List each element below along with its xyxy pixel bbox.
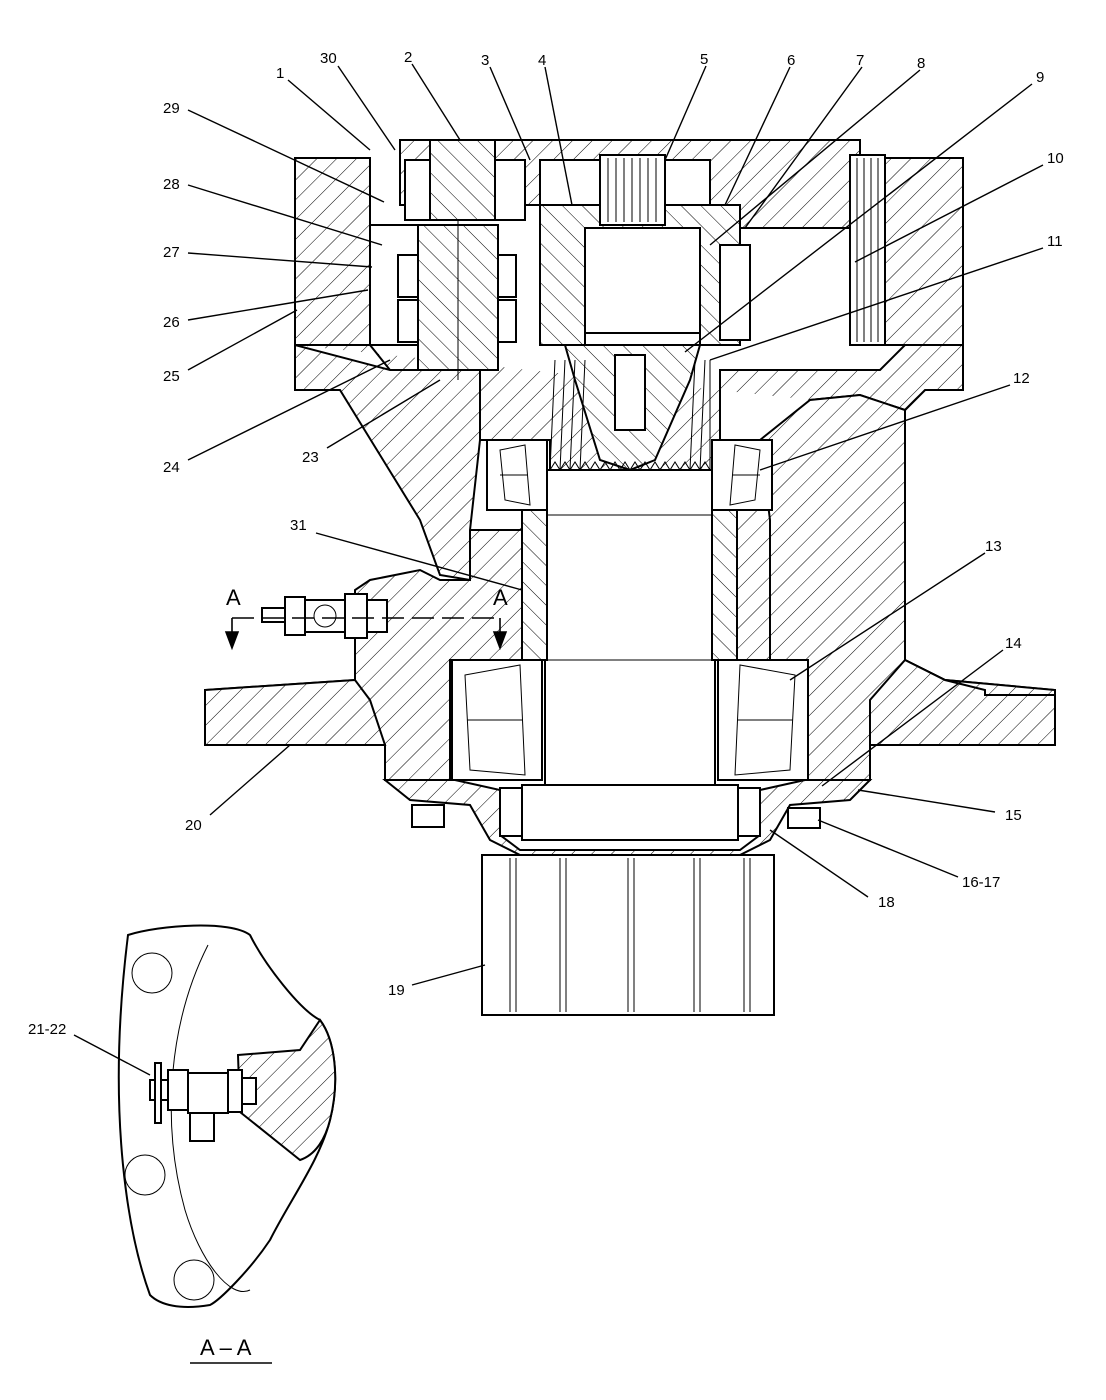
callout-16-17: 16-17 bbox=[962, 874, 1000, 891]
section-fitting-hex bbox=[167, 1069, 189, 1111]
callout-5: 5 bbox=[700, 51, 708, 68]
section-flange-outline bbox=[117, 924, 337, 1308]
output-shaft-neck bbox=[521, 784, 739, 841]
seal-right bbox=[737, 787, 761, 837]
pinion-center-bolt bbox=[614, 354, 646, 431]
grease-fitting bbox=[261, 593, 388, 639]
main-section-view bbox=[204, 139, 1056, 1016]
planet-gear-right bbox=[719, 244, 751, 341]
output-shaft bbox=[544, 469, 716, 786]
bolt-hole-1 bbox=[131, 952, 173, 994]
callout-19: 19 bbox=[388, 982, 405, 999]
output-pinion-teeth bbox=[509, 858, 751, 1012]
lower-bearing-right-roller bbox=[734, 664, 796, 776]
callout-10: 10 bbox=[1047, 150, 1064, 167]
callout-21-22: 21-22 bbox=[28, 1021, 66, 1038]
callout-6: 6 bbox=[787, 52, 795, 69]
upper-bearing-right-roller bbox=[729, 444, 761, 506]
callout-labels: 1 2 3 4 5 6 7 8 9 10 11 12 13 14 15 16-1… bbox=[28, 49, 1064, 1364]
callout-27: 27 bbox=[163, 244, 180, 261]
section-fitting-nipple bbox=[189, 1112, 215, 1142]
callout-13: 13 bbox=[985, 538, 1002, 555]
upper-housing-left bbox=[294, 157, 371, 346]
spacer-right bbox=[711, 509, 738, 661]
section-a-a-view bbox=[117, 924, 337, 1308]
upper-planet-shaft bbox=[429, 139, 496, 221]
bolt-hole-3 bbox=[173, 1259, 215, 1301]
callout-1: 1 bbox=[276, 65, 284, 82]
callout-24: 24 bbox=[163, 459, 180, 476]
callout-31: 31 bbox=[290, 517, 307, 534]
callout-26: 26 bbox=[163, 314, 180, 331]
callout-15: 15 bbox=[1005, 807, 1022, 824]
callout-28: 28 bbox=[163, 176, 180, 193]
callout-7: 7 bbox=[856, 52, 864, 69]
section-view-title: A – A bbox=[200, 1335, 252, 1360]
callout-4: 4 bbox=[538, 52, 546, 69]
section-fitting-pin bbox=[154, 1062, 162, 1124]
callout-14: 14 bbox=[1005, 635, 1022, 652]
center-bore bbox=[584, 227, 701, 334]
callout-29: 29 bbox=[163, 100, 180, 117]
housing-right-web bbox=[758, 345, 1056, 781]
bolt-head-left bbox=[411, 804, 445, 828]
callout-30: 30 bbox=[320, 50, 337, 67]
upper-housing-right bbox=[884, 157, 964, 346]
sun-gear-teeth bbox=[607, 158, 657, 222]
section-hatched-boss bbox=[236, 1018, 337, 1162]
bolt-hole-2 bbox=[124, 1154, 166, 1196]
section-housing-arc bbox=[170, 944, 251, 1292]
callout-18: 18 bbox=[878, 894, 895, 911]
housing-left-web bbox=[294, 343, 481, 582]
section-fitting-thread bbox=[227, 1069, 243, 1113]
seal-left bbox=[499, 787, 523, 837]
mounting-flange-right bbox=[869, 658, 1056, 746]
bolt-head-right bbox=[787, 807, 821, 829]
spacer-left bbox=[521, 509, 548, 661]
section-mark-right: A bbox=[493, 585, 508, 610]
needle-bearing-right-upper bbox=[497, 254, 517, 298]
callout-11: 11 bbox=[1047, 233, 1063, 250]
mounting-flange bbox=[204, 678, 387, 746]
callout-3: 3 bbox=[481, 52, 489, 69]
needle-bearing-left-lower bbox=[397, 299, 419, 343]
section-fitting-body bbox=[187, 1072, 229, 1114]
upper-bearing-left-roller bbox=[499, 444, 531, 506]
section-arrow-left bbox=[224, 618, 240, 651]
callout-2: 2 bbox=[404, 49, 412, 66]
callout-8: 8 bbox=[917, 55, 925, 72]
section-arrow-right bbox=[492, 618, 508, 651]
needle-bearing-left-upper bbox=[397, 254, 419, 298]
section-mark-left: A bbox=[226, 585, 241, 610]
section-fitting-stem bbox=[241, 1077, 257, 1105]
callout-25: 25 bbox=[163, 368, 180, 385]
callout-23: 23 bbox=[302, 449, 319, 466]
callout-9: 9 bbox=[1036, 69, 1044, 86]
leader-lines bbox=[73, 63, 1044, 1076]
needle-bearing-right-lower bbox=[497, 299, 517, 343]
callout-12: 12 bbox=[1013, 370, 1030, 387]
callout-20: 20 bbox=[185, 817, 202, 834]
lower-bearing-left-roller bbox=[464, 664, 526, 776]
